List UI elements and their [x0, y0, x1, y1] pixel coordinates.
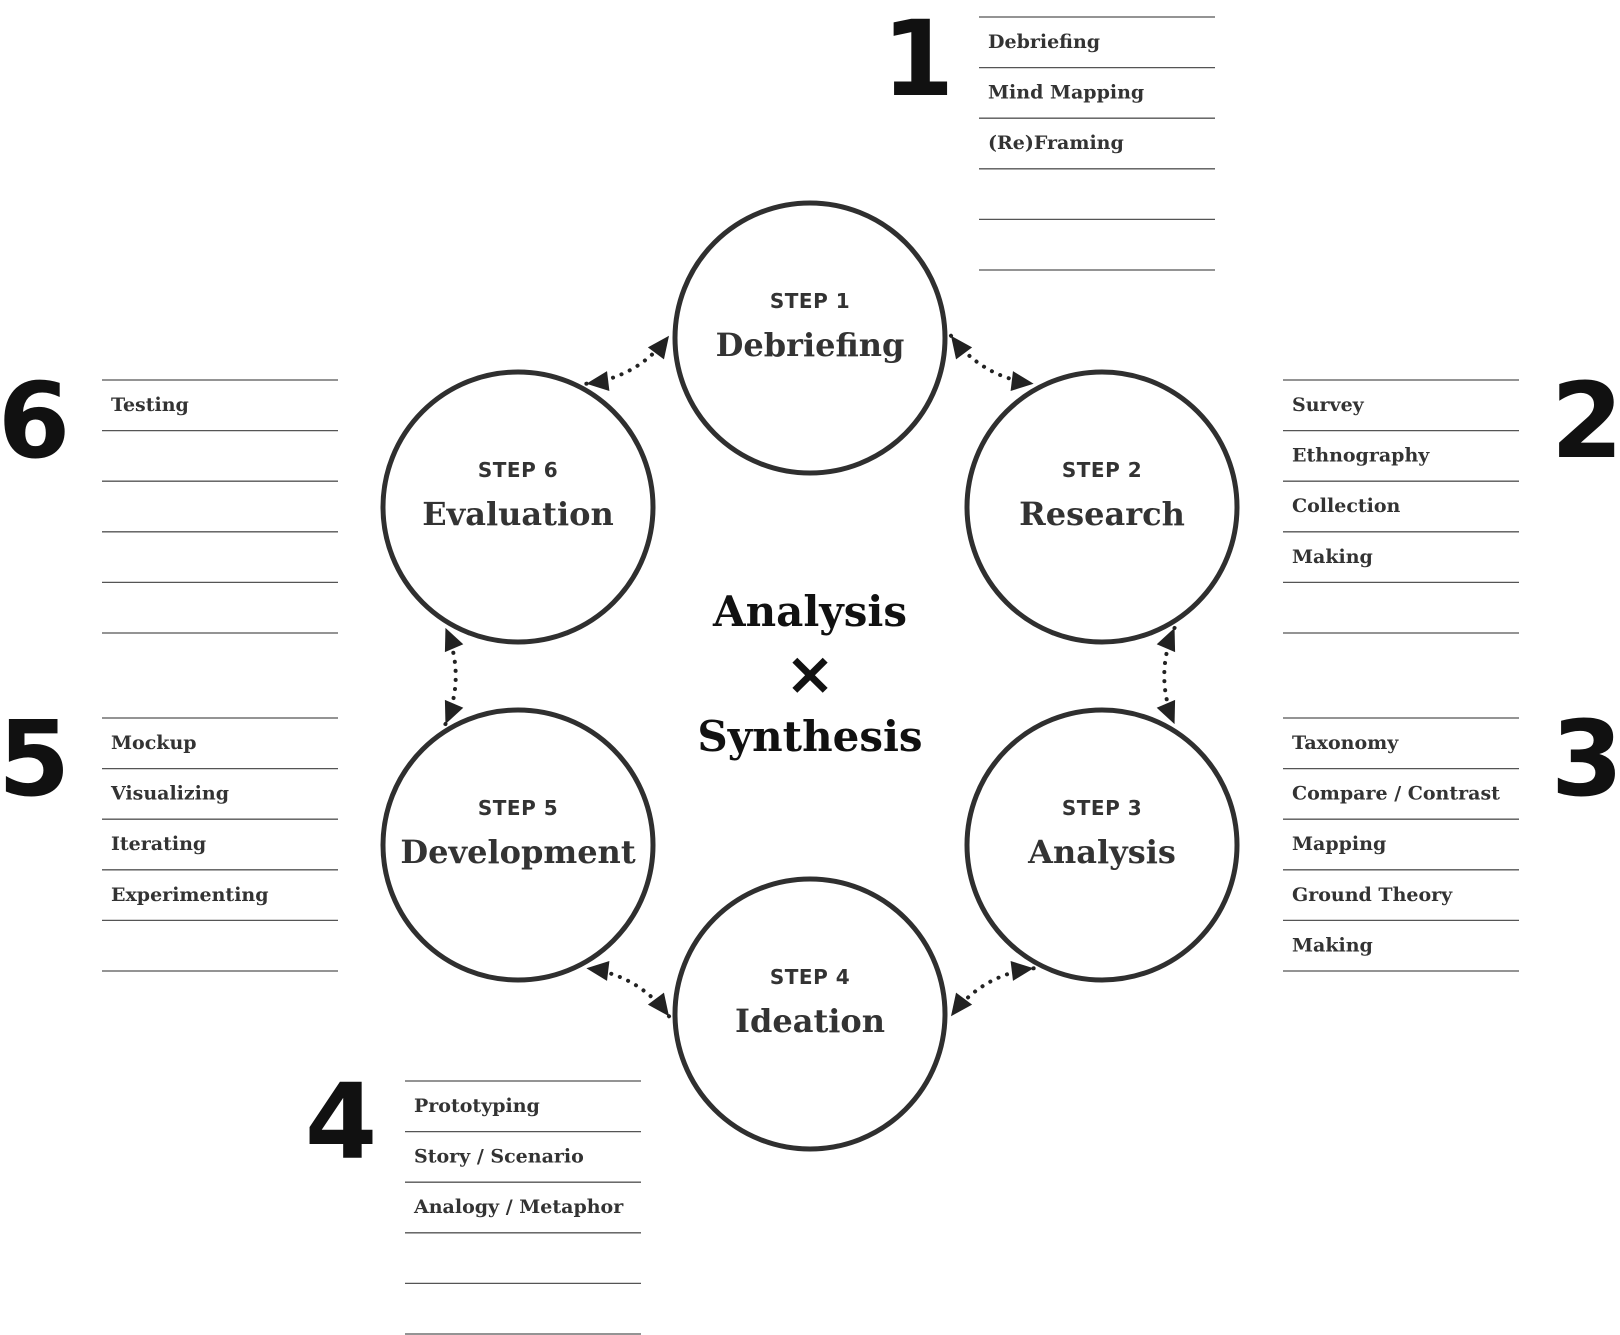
step-1-name: Debriefing — [716, 326, 905, 364]
arrowhead — [647, 335, 670, 360]
method-item: Testing — [111, 394, 189, 416]
arrowhead — [1010, 961, 1034, 981]
method-item: Prototyping — [414, 1095, 540, 1117]
step-2-label: STEP 2 — [1062, 458, 1142, 482]
step-4-node: STEP 4 Ideation — [672, 876, 948, 1152]
step-2-name: Research — [1019, 495, 1185, 533]
step-4-name: Ideation — [735, 1002, 885, 1040]
step-5-circle — [380, 707, 656, 983]
step-3-name: Analysis — [1027, 833, 1176, 871]
arrowhead — [444, 627, 464, 653]
method-item: Debriefing — [988, 31, 1100, 53]
connector-1-2 — [948, 333, 1036, 391]
connector-4-5 — [584, 961, 672, 1019]
method-item: Compare / Contrast — [1292, 783, 1500, 805]
arrowhead — [1010, 371, 1034, 391]
method-item: Iterating — [111, 833, 206, 855]
method-item: Ground Theory — [1292, 884, 1453, 906]
connectors — [443, 333, 1177, 1019]
step-1-big-number: 1 — [882, 0, 954, 120]
method-item: Mockup — [111, 732, 197, 754]
connector-2-3 — [1156, 625, 1177, 727]
arrowhead — [586, 371, 610, 391]
step-6-name: Evaluation — [422, 495, 613, 533]
method-item: Experimenting — [111, 884, 269, 906]
arrowhead — [586, 961, 610, 981]
method-item: Analogy / Metaphor — [413, 1196, 624, 1218]
method-item: Mind Mapping — [988, 82, 1144, 104]
method-item: Survey — [1292, 394, 1365, 416]
arrowhead — [950, 992, 973, 1017]
arrowhead — [950, 335, 973, 360]
method-item: Making — [1292, 546, 1373, 568]
step-3-node: STEP 3 Analysis — [964, 707, 1240, 983]
method-item: Mapping — [1292, 833, 1386, 855]
connector-6-1 — [584, 333, 672, 391]
method-item: Making — [1292, 934, 1373, 956]
step-6-method-list: 6 Testing — [0, 360, 338, 634]
arrowhead — [1156, 699, 1176, 725]
step-5-name: Development — [400, 833, 635, 871]
step-2-circle — [964, 369, 1240, 645]
step-2-node: STEP 2 Research — [964, 369, 1240, 645]
step-1-node: STEP 1 Debriefing — [672, 200, 948, 476]
method-item: Visualizing — [110, 783, 229, 805]
step-3-big-number: 3 — [1551, 698, 1620, 820]
step-1-circle — [672, 200, 948, 476]
connector-3-4 — [948, 961, 1036, 1019]
step-6-circle — [380, 369, 656, 645]
step-3-label: STEP 3 — [1062, 796, 1142, 820]
method-item: (Re)Framing — [988, 132, 1124, 154]
arrowhead — [1156, 627, 1176, 653]
arrowhead — [444, 699, 464, 725]
step-6-label: STEP 6 — [478, 458, 558, 482]
step-2-big-number: 2 — [1551, 360, 1620, 482]
connector-5-6 — [443, 625, 464, 727]
step-4-big-number: 4 — [305, 1061, 377, 1183]
step-4-circle — [672, 876, 948, 1152]
center-title-line2: Synthesis — [697, 712, 922, 761]
step-6-big-number: 6 — [0, 360, 70, 482]
center-times-symbol: × — [785, 639, 835, 709]
arrowhead — [647, 992, 670, 1017]
method-item: Ethnography — [1292, 445, 1430, 467]
center-title-line1: Analysis — [712, 587, 907, 636]
method-item: Story / Scenario — [414, 1146, 584, 1168]
step-5-label: STEP 5 — [478, 796, 558, 820]
step-5-big-number: 5 — [0, 698, 70, 820]
method-item: Collection — [1292, 495, 1401, 517]
center-title: Analysis × Synthesis — [697, 587, 922, 761]
step-6-node: STEP 6 Evaluation — [380, 369, 656, 645]
method-item: Taxonomy — [1292, 732, 1399, 754]
step-5-node: STEP 5 Development — [380, 707, 656, 983]
step-3-circle — [964, 707, 1240, 983]
step-1-label: STEP 1 — [770, 289, 850, 313]
step-4-label: STEP 4 — [770, 965, 850, 989]
